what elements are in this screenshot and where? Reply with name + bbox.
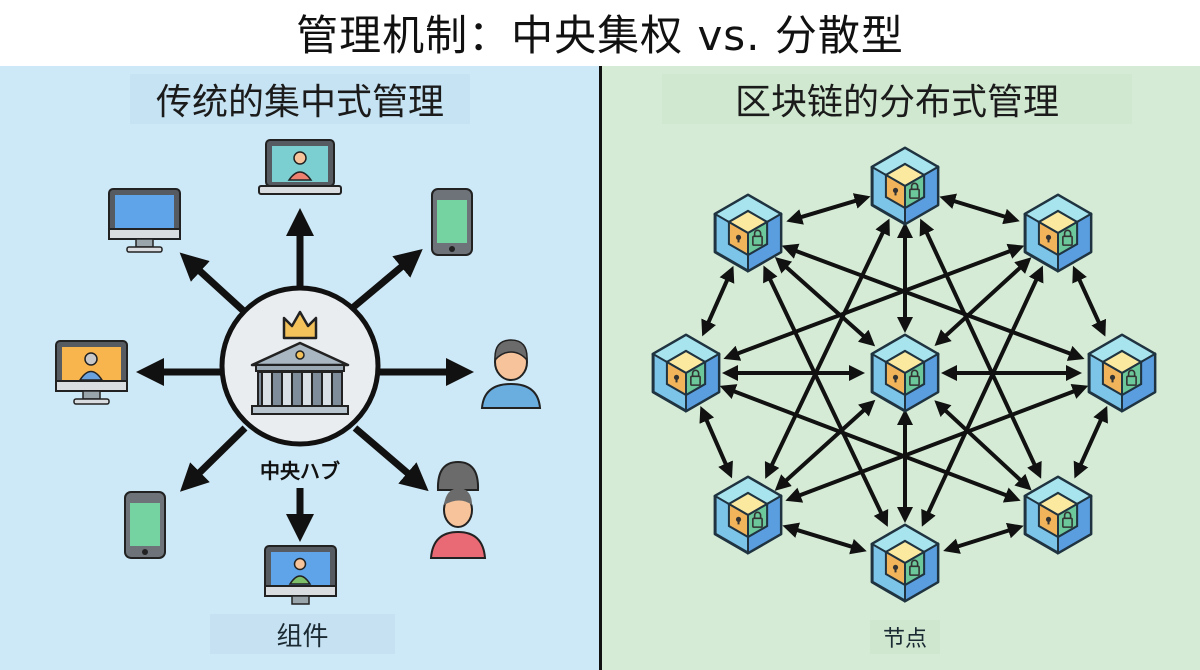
distributed-panel: 区块链的分布式管理 <box>602 66 1200 670</box>
bidirectional-arrow <box>1072 265 1106 337</box>
bidirectional-arrow <box>723 243 1025 361</box>
user-female-icon <box>429 460 487 559</box>
hub-label: 中央ハブ <box>260 459 340 483</box>
bidirectional-arrow <box>939 193 1020 225</box>
blockchain-node-icon <box>713 475 783 555</box>
centralized-panel: 传统的集中式管理 <box>0 66 599 670</box>
bidirectional-arrow <box>785 383 1089 503</box>
bank-building-icon <box>250 341 350 415</box>
arrow-to-user-female <box>352 425 429 492</box>
centralized-diagram: 中央ハブ <box>55 139 542 605</box>
page-title: 管理机制：中央集权 vs. 分散型 <box>296 10 904 60</box>
smartphone-icon <box>124 491 166 559</box>
distributed-caption: 节点 <box>870 620 940 654</box>
arrow-to-phone-tr <box>347 249 423 313</box>
bidirectional-arrow <box>1073 405 1108 479</box>
crown-icon <box>282 310 318 340</box>
user-male-icon <box>480 339 542 409</box>
bidirectional-arrow <box>701 265 735 337</box>
panel-divider <box>599 66 602 670</box>
bidirectional-arrow <box>943 522 1024 554</box>
laptop-user-icon <box>258 139 342 195</box>
blockchain-node-icon <box>870 523 940 603</box>
blockchain-node-icon <box>870 333 940 413</box>
distributed-diagram <box>651 146 1157 603</box>
central-hub <box>219 285 381 447</box>
blockchain-node-icon <box>651 333 721 413</box>
bidirectional-arrow <box>763 265 889 527</box>
arrow-to-phone-bl <box>180 425 248 492</box>
blockchain-node-icon <box>1023 475 1093 555</box>
blockchain-node-icon <box>713 193 783 273</box>
desktop-user-icon <box>55 340 128 405</box>
bidirectional-arrow <box>699 405 733 479</box>
blockchain-node-icon <box>1023 193 1093 273</box>
centralized-subtitle: 传统的集中式管理 <box>130 74 470 124</box>
blockchain-node-icon <box>870 146 940 226</box>
centralized-caption: 组件 <box>210 614 395 654</box>
bidirectional-arrow <box>782 522 867 555</box>
bidirectional-arrow <box>921 265 1044 527</box>
bidirectional-arrow <box>781 243 1085 361</box>
smartphone-icon <box>431 188 473 256</box>
bidirectional-arrow <box>719 384 1021 503</box>
desktop-icon <box>108 188 181 253</box>
arrow-to-desktop-tl <box>179 252 251 318</box>
distributed-subtitle: 区块链的分布式管理 <box>662 74 1132 124</box>
bidirectional-arrow <box>786 193 871 225</box>
desktop-user-icon <box>264 545 337 605</box>
blockchain-node-icon <box>1087 333 1157 413</box>
